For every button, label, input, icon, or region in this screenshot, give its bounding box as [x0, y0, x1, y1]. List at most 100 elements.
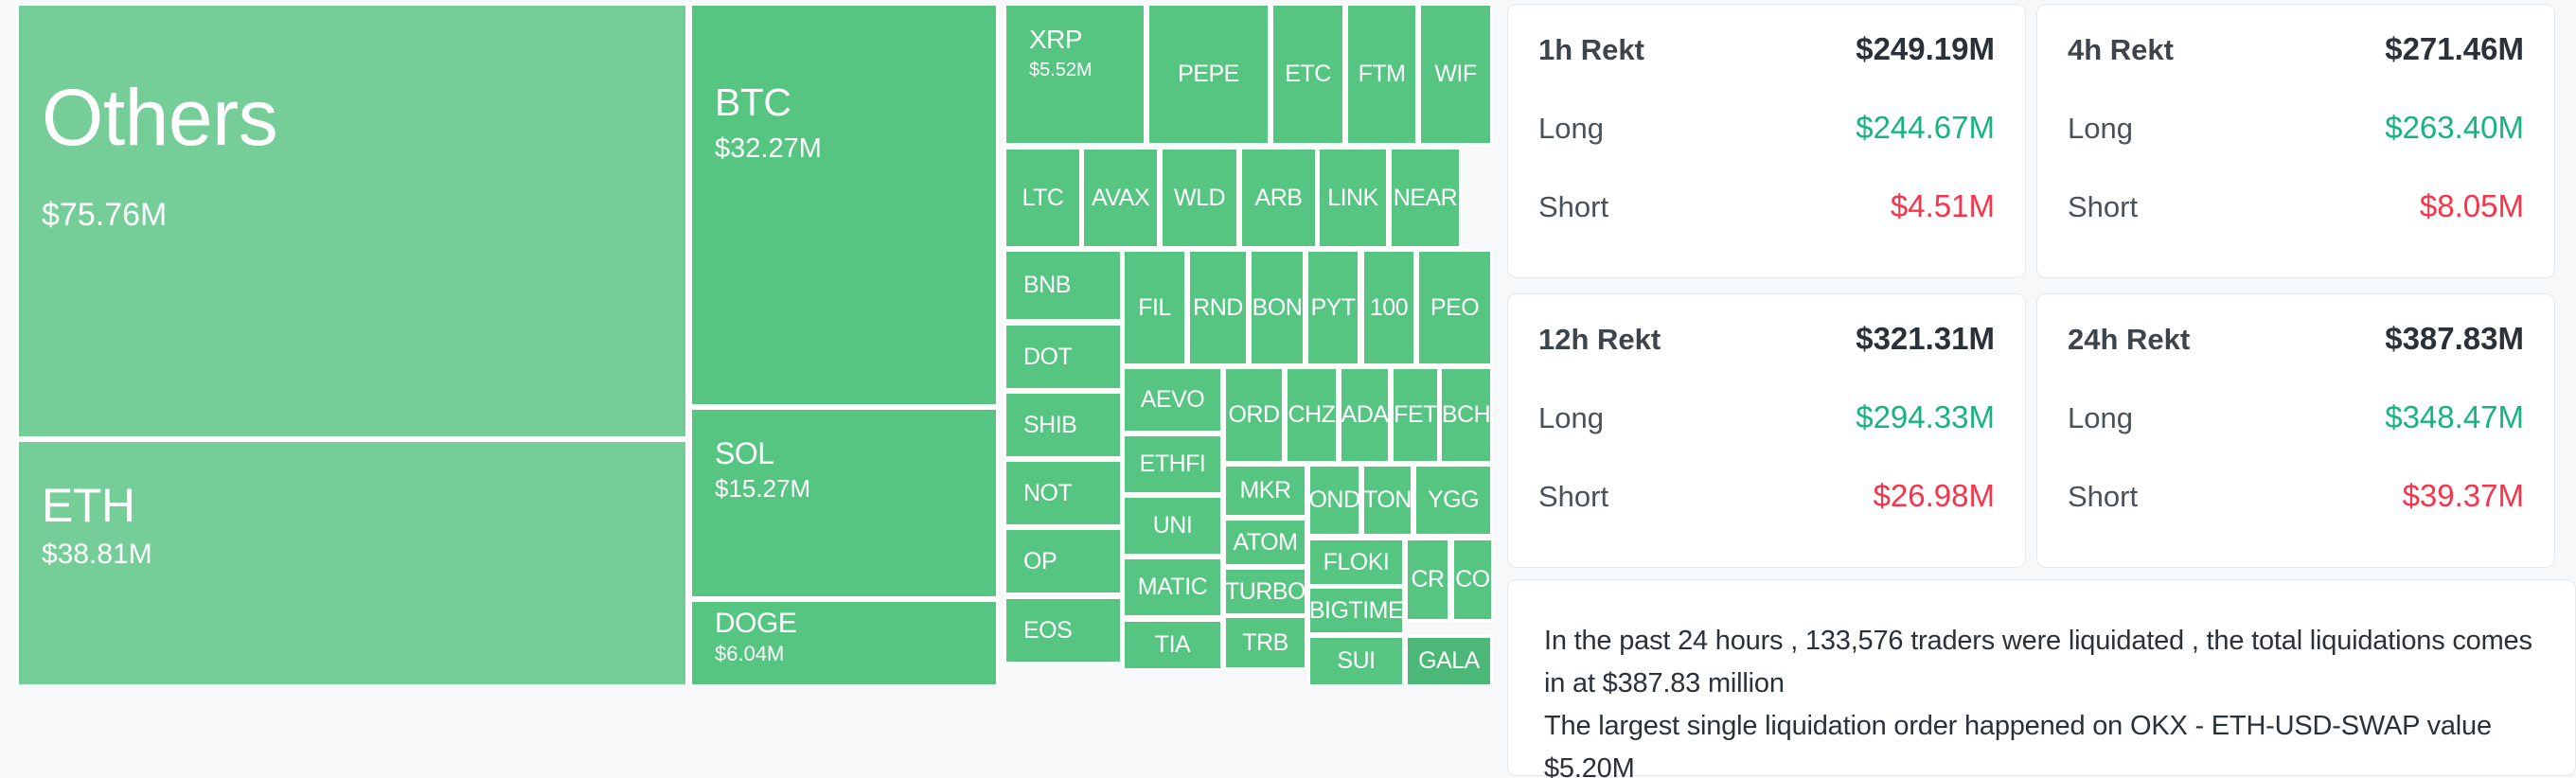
short-label: Short [1538, 190, 1609, 223]
long-label: Long [1538, 112, 1604, 145]
treemap-tile-symbol: DOT [1023, 343, 1073, 370]
treemap-tile[interactable]: DOGE$6.04M [689, 599, 999, 684]
treemap-tile[interactable]: FIL [1122, 249, 1187, 366]
treemap-tile-symbol: ETH [42, 479, 135, 532]
rekt-card-24h[interactable]: 24h Rekt $387.83M Long $348.47M Short $3… [2036, 293, 2555, 568]
treemap-tile[interactable]: Others$75.76M [16, 3, 688, 439]
treemap-tile-symbol: CO [1455, 566, 1490, 592]
short-value: $8.05M [2419, 188, 2524, 223]
rekt-period-label: 4h Rekt [2068, 33, 2174, 66]
treemap-tile-value: $75.76M [42, 197, 168, 233]
treemap-tile[interactable]: BTC$32.27M [689, 3, 999, 407]
treemap-tile-symbol: NEAR [1393, 184, 1458, 211]
treemap-tile-symbol: SOL [715, 436, 774, 470]
treemap-tile-symbol: YGG [1427, 486, 1480, 513]
long-label: Long [2068, 112, 2133, 145]
treemap-tile[interactable]: BCH [1439, 366, 1493, 464]
treemap-tile[interactable]: TIA [1122, 619, 1223, 671]
rekt-total-value: $271.46M [2385, 31, 2524, 66]
treemap-tile-symbol: ETHFI [1139, 451, 1206, 477]
treemap-tile[interactable]: NEAR [1389, 147, 1462, 249]
treemap-tile-symbol: MATIC [1137, 574, 1208, 600]
treemap-tile[interactable]: CO [1451, 538, 1494, 622]
treemap-tile[interactable]: BIGTIME [1307, 586, 1405, 635]
treemap-tile[interactable]: GALA [1405, 635, 1493, 684]
rekt-total-value: $321.31M [1856, 321, 1995, 356]
treemap-tile[interactable]: SUI [1307, 635, 1405, 684]
treemap-tile[interactable]: FTM [1345, 3, 1418, 146]
treemap-tile[interactable]: DOT [1004, 323, 1123, 391]
short-label: Short [1538, 480, 1609, 513]
treemap-tile-symbol: PYT [1310, 293, 1356, 321]
treemap-tile-symbol: WLD [1173, 184, 1226, 211]
rekt-period-label: 1h Rekt [1538, 33, 1644, 66]
treemap-tile[interactable]: WIF [1418, 3, 1493, 146]
treemap-tile[interactable]: EOS [1004, 596, 1123, 664]
treemap-tile[interactable]: OND [1307, 464, 1361, 537]
treemap-tile[interactable]: YGG [1413, 464, 1493, 537]
treemap-tile[interactable]: TRB [1223, 615, 1307, 670]
treemap-tile[interactable]: FET [1391, 366, 1440, 464]
treemap-tile[interactable]: ATOM [1223, 518, 1307, 567]
treemap-tile[interactable]: 100 [1361, 249, 1416, 366]
treemap-tile-symbol: FLOKI [1323, 548, 1390, 575]
treemap-tile[interactable]: TURBO [1223, 567, 1307, 616]
rekt-total-row: 4h Rekt $271.46M [2068, 31, 2524, 110]
rekt-total-row: 12h Rekt $321.31M [1538, 321, 1995, 399]
treemap-tile[interactable]: ETC [1270, 3, 1345, 146]
treemap-tile[interactable]: CR [1405, 538, 1450, 622]
treemap-tile[interactable]: ARB [1239, 147, 1318, 249]
treemap-tile[interactable]: LTC [1004, 147, 1082, 249]
treemap-tile[interactable]: XRP $5.52M [1004, 3, 1146, 146]
treemap-tile-symbol: ATOM [1233, 528, 1298, 556]
treemap-tile-value: $5.52M [1029, 60, 1093, 80]
treemap-tile[interactable]: CHZ [1285, 366, 1339, 464]
treemap-tile[interactable]: RND [1187, 249, 1249, 366]
treemap-tile-symbol: MKR [1239, 477, 1291, 504]
treemap-tile-symbol: ETC [1285, 61, 1331, 87]
treemap-tile[interactable]: BON [1249, 249, 1306, 366]
rekt-long-row: Long $263.40M [2068, 110, 2524, 188]
treemap-tile[interactable]: OP [1004, 527, 1123, 595]
treemap-tile[interactable]: MATIC [1122, 557, 1223, 618]
treemap-tile-value: $6.04M [715, 642, 785, 665]
treemap-tile-symbol: BON [1252, 293, 1303, 321]
rekt-long-row: Long $244.67M [1538, 110, 1995, 188]
treemap-tile[interactable]: UNI [1122, 495, 1223, 557]
treemap-tile[interactable]: PEO [1416, 249, 1493, 366]
treemap-tile[interactable]: ADA [1339, 366, 1391, 464]
treemap-tile[interactable]: PEPE [1146, 3, 1270, 146]
treemap-tile[interactable]: AEVO [1122, 366, 1223, 433]
treemap-tile[interactable]: FLOKI [1307, 538, 1405, 587]
treemap-tile[interactable]: ETH$38.81M [16, 439, 688, 684]
rekt-total-value: $249.19M [1856, 31, 1995, 66]
treemap-tile-symbol: WIF [1434, 61, 1477, 87]
rekt-short-row: Short $39.37M [2068, 478, 2524, 557]
treemap-tile-symbol: TON [1363, 486, 1412, 513]
treemap-tile-symbol: LINK [1327, 184, 1378, 211]
treemap-tile-symbol: OND [1308, 486, 1360, 513]
treemap-tile[interactable]: NOT [1004, 459, 1123, 527]
treemap-tile[interactable]: SHIB [1004, 391, 1123, 459]
summary-line-1: In the past 24 hours , 133,576 traders w… [1544, 626, 2532, 698]
treemap-tile[interactable]: ORD [1223, 366, 1285, 464]
treemap-tile[interactable]: BNB [1004, 249, 1123, 322]
treemap-tile[interactable]: WLD [1160, 147, 1239, 249]
treemap-tile-value: $32.27M [715, 133, 822, 164]
rekt-card-12h[interactable]: 12h Rekt $321.31M Long $294.33M Short $2… [1507, 293, 2026, 568]
treemap-tile-symbol: XRP [1029, 25, 1083, 54]
treemap-tile[interactable]: ETHFI [1122, 433, 1223, 495]
rekt-card-1h[interactable]: 1h Rekt $249.19M Long $244.67M Short $4.… [1507, 4, 2026, 278]
treemap-tile[interactable]: TON [1361, 464, 1413, 537]
treemap-tile[interactable]: PYT [1306, 249, 1360, 366]
treemap-tile[interactable]: MKR [1223, 464, 1307, 518]
treemap-tile-symbol: BNB [1023, 272, 1071, 298]
treemap-tile[interactable]: AVAX [1081, 147, 1160, 249]
treemap-tile[interactable]: LINK [1317, 147, 1389, 249]
rekt-card-4h[interactable]: 4h Rekt $271.46M Long $263.40M Short $8.… [2036, 4, 2555, 278]
treemap-tile-symbol: GALA [1418, 647, 1480, 674]
summary-card: In the past 24 hours , 133,576 traders w… [1507, 579, 2576, 778]
rekt-total-row: 1h Rekt $249.19M [1538, 31, 1995, 110]
treemap-tile[interactable]: SOL$15.27M [689, 407, 999, 599]
short-value: $39.37M [2402, 478, 2524, 513]
